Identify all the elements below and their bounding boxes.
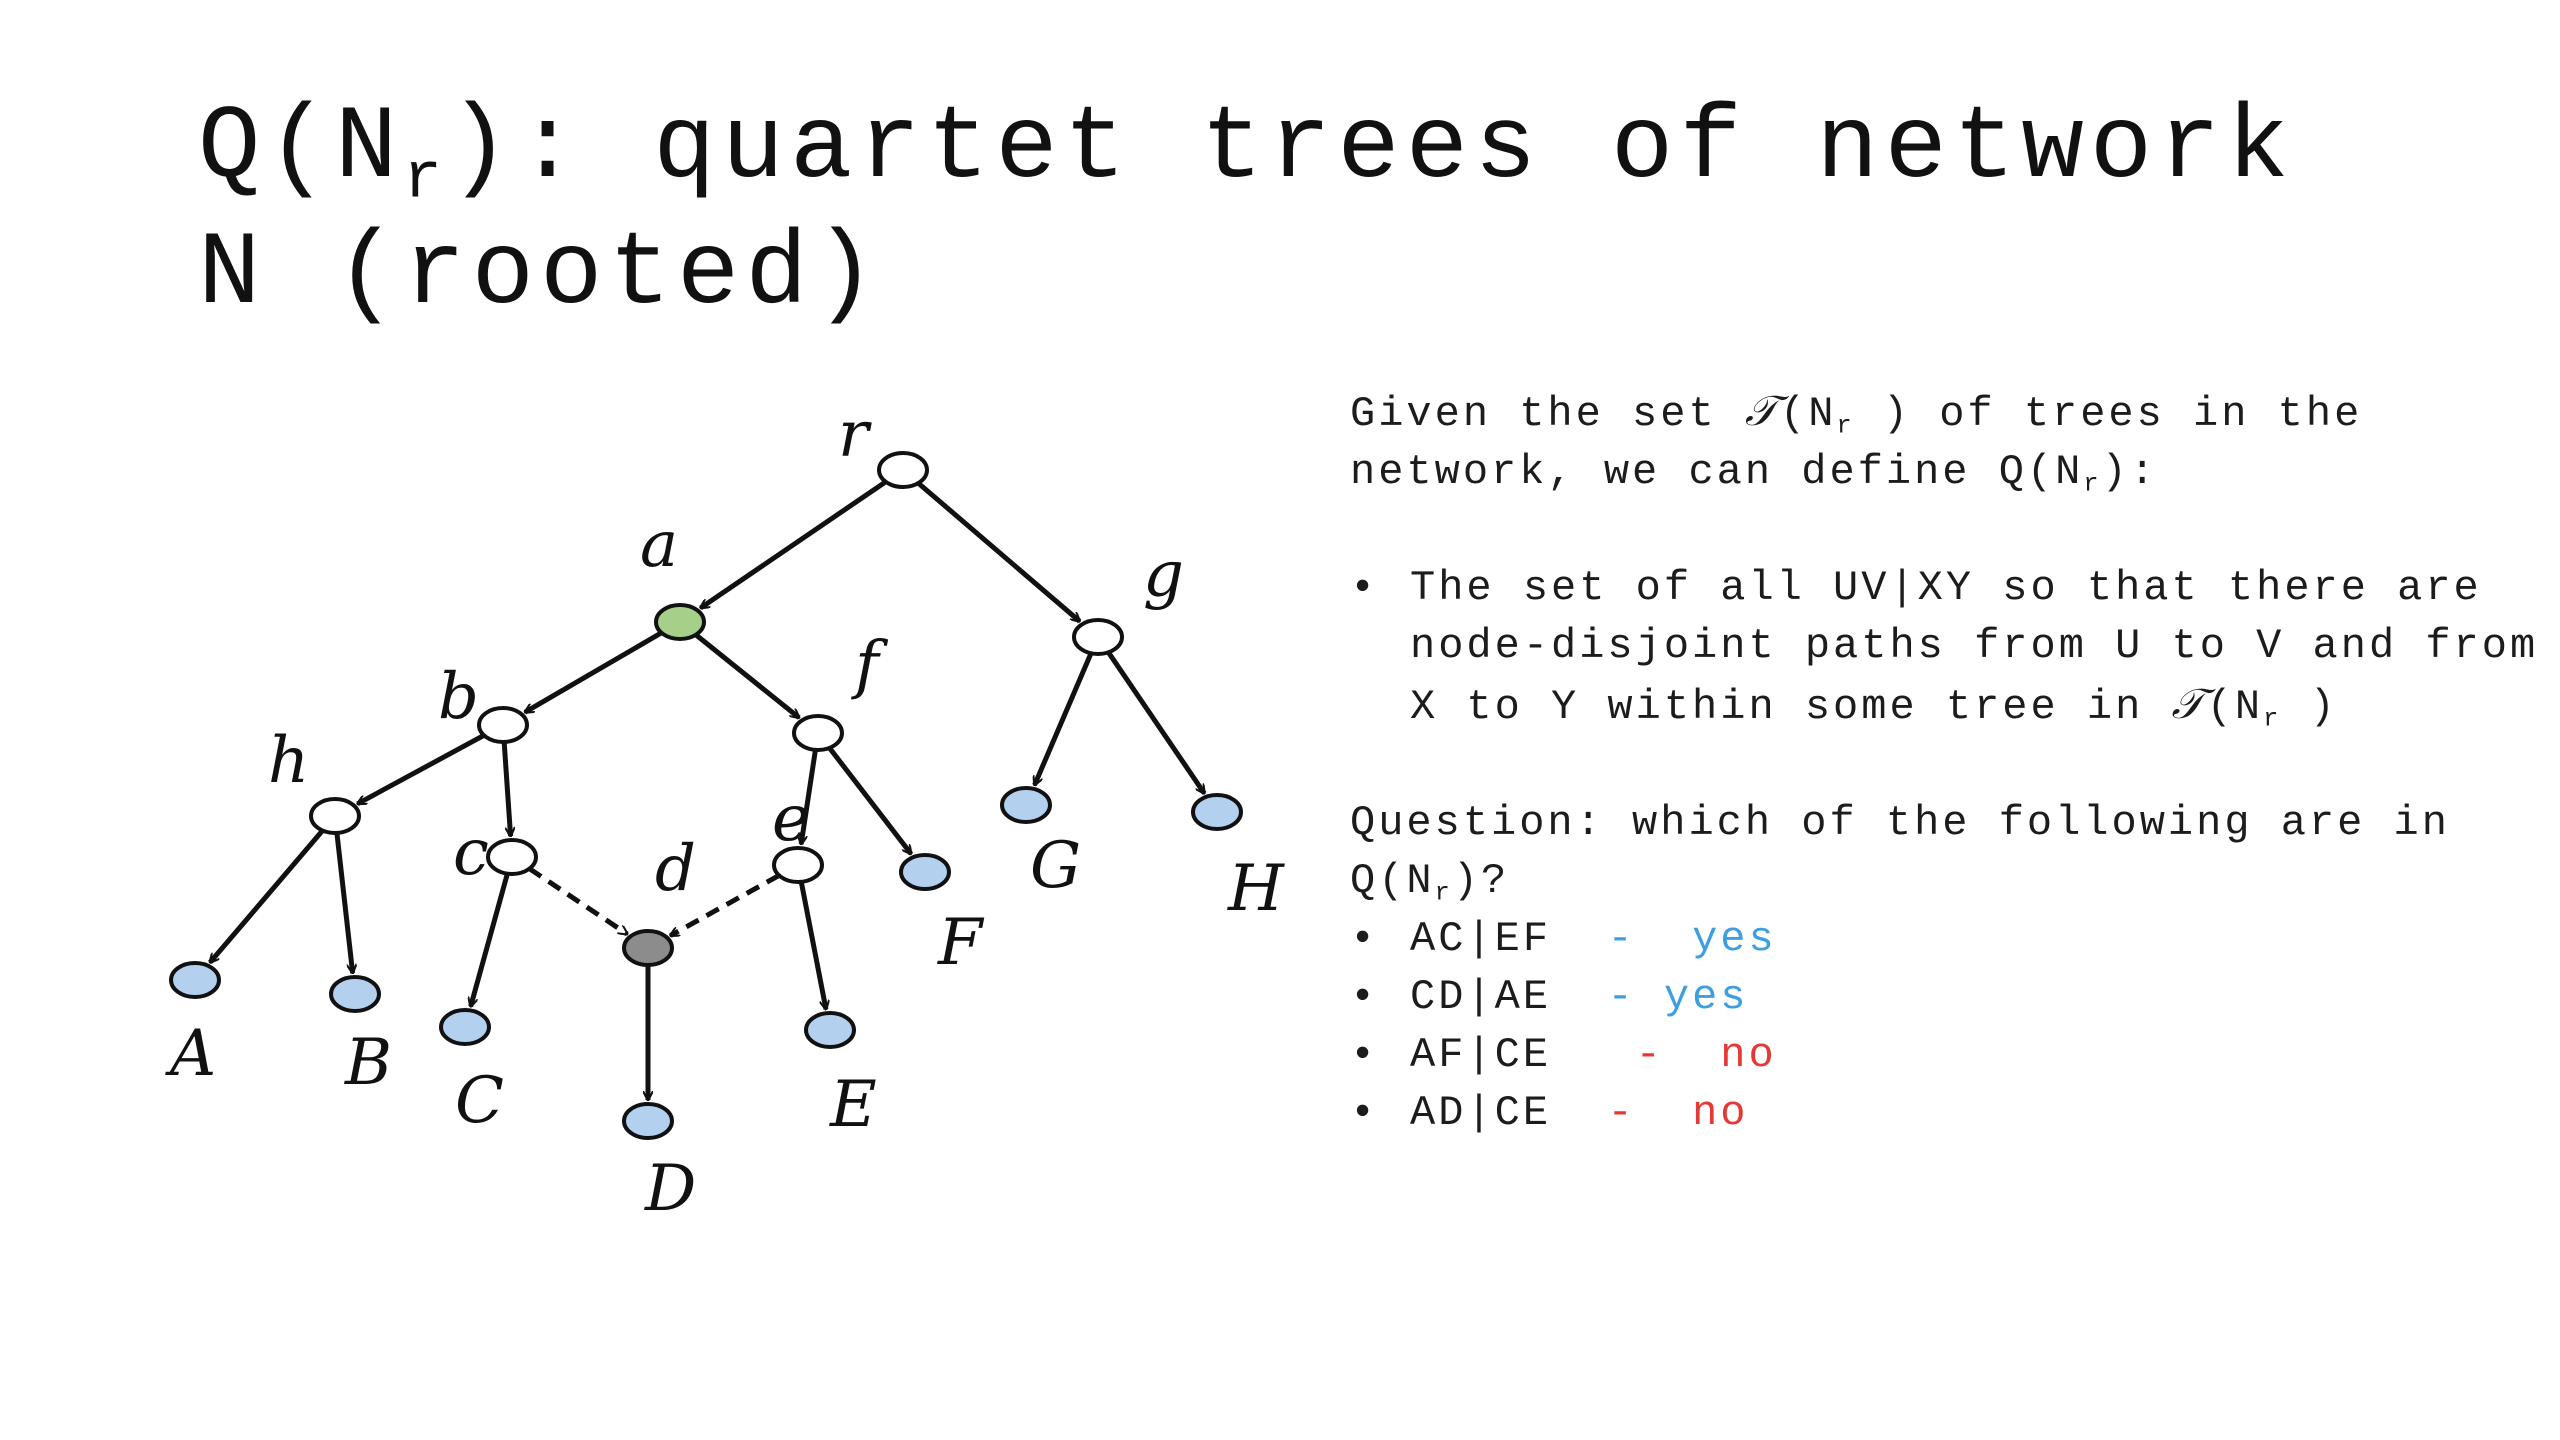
edge-h-A — [210, 828, 325, 963]
node-b — [477, 706, 529, 744]
bullet-marker: • — [1350, 1031, 1379, 1079]
node-label-c: c — [453, 816, 489, 890]
node-a — [654, 603, 706, 641]
quartet-label: AF|CE — [1410, 1031, 1552, 1079]
title-subscript: r — [403, 143, 448, 217]
intro-paragraph: Given the set 𝒯(Nr ) of trees in the net… — [1350, 386, 2363, 499]
quartet-label: AD|CE — [1410, 1089, 1552, 1137]
node-label-r: r — [838, 398, 872, 472]
node-label-A: A — [165, 1017, 216, 1091]
node-label-E: E — [829, 1068, 877, 1142]
script-t-symbol: 𝒯 — [1744, 386, 1781, 435]
node-D — [622, 1102, 674, 1140]
edge-b-h — [358, 733, 486, 806]
node-label-d: d — [655, 832, 696, 906]
bullet-marker: • — [1350, 1089, 1379, 1137]
node-label-D: D — [644, 1152, 696, 1226]
answer-value: no — [1720, 1031, 1777, 1079]
answer-row: • AD|CE - no — [1350, 1084, 2540, 1142]
node-label-h: h — [268, 724, 309, 798]
edge-g-G — [1032, 652, 1094, 785]
script-t-symbol: 𝒯 — [2171, 679, 2207, 728]
edge-f-F — [827, 746, 914, 854]
answer-separator: - — [1551, 915, 1693, 963]
quartet-label: AC|EF — [1410, 915, 1552, 963]
answer-value: yes — [1663, 973, 1749, 1021]
node-h — [309, 797, 361, 835]
title-rest: ): quartet trees of network — [447, 90, 2296, 208]
answer-separator: - — [1551, 973, 1664, 1021]
node-A — [169, 961, 221, 999]
node-g — [1072, 618, 1124, 656]
edge-e-E — [798, 881, 826, 1009]
answer-separator: - — [1551, 1089, 1693, 1137]
explanation-text: Given the set 𝒯(Nr ) of trees in the net… — [1350, 382, 2540, 1142]
bullet-marker: • — [1350, 915, 1379, 963]
answer-value: yes — [1692, 915, 1777, 963]
node-label-G: G — [1030, 829, 1081, 903]
edge-r-a — [701, 479, 888, 611]
title-line2: N (rooted) — [198, 216, 883, 334]
node-F — [899, 853, 951, 891]
node-c — [486, 838, 538, 876]
answer-value: no — [1692, 1089, 1749, 1137]
node-d — [622, 929, 674, 967]
quartet-label: CD|AE — [1410, 973, 1552, 1021]
node-E — [804, 1011, 856, 1049]
node-C — [439, 1008, 491, 1046]
node-B — [329, 975, 381, 1013]
edge-f-e — [801, 749, 818, 844]
node-label-b: b — [438, 660, 479, 734]
bullet-marker: • — [1350, 973, 1379, 1021]
answer-row: • AF|CE - no — [1350, 1026, 2540, 1084]
node-G — [1000, 786, 1052, 824]
edge-r-g — [916, 481, 1079, 621]
node-label-H: H — [1227, 852, 1285, 926]
node-label-F: F — [937, 906, 985, 980]
edge-b-c — [501, 741, 510, 836]
answer-separator: - — [1551, 1031, 1721, 1079]
answer-row: • CD|AE - yes — [1350, 968, 2540, 1026]
bullet-marker: • — [1350, 564, 1379, 612]
node-label-f: f — [851, 628, 889, 702]
node-label-B: B — [344, 1026, 392, 1100]
title-prefix: Q(N — [198, 90, 404, 208]
node-f — [792, 714, 844, 752]
node-label-C: C — [455, 1064, 504, 1138]
node-label-a: a — [640, 508, 678, 582]
node-H — [1191, 793, 1243, 831]
node-r — [877, 451, 929, 489]
answers-list: • AC|EF - yes • CD|AE - yes • AF|CE - no • AD|C… — [1350, 910, 2540, 1142]
node-label-g: g — [1143, 538, 1184, 612]
edge-h-B — [334, 832, 353, 973]
network-diagram: r a g b f h c e dA BC D E FG H — [165, 398, 1285, 1226]
answer-row: • AC|EF - yes — [1350, 910, 2540, 968]
edge-g-H — [1106, 650, 1207, 793]
edge-c-d — [528, 866, 627, 937]
edge-c-C — [471, 873, 510, 1007]
question-text: Question: which of the following are in … — [1350, 799, 2450, 908]
node-e — [772, 846, 824, 884]
edge-e-d — [670, 873, 781, 938]
edge-a-b — [525, 630, 663, 715]
node-label-e: e — [772, 782, 810, 856]
definition-bullet: • The set of all UV|XY so that there are… — [1350, 559, 2540, 736]
edge-a-f — [694, 632, 799, 718]
